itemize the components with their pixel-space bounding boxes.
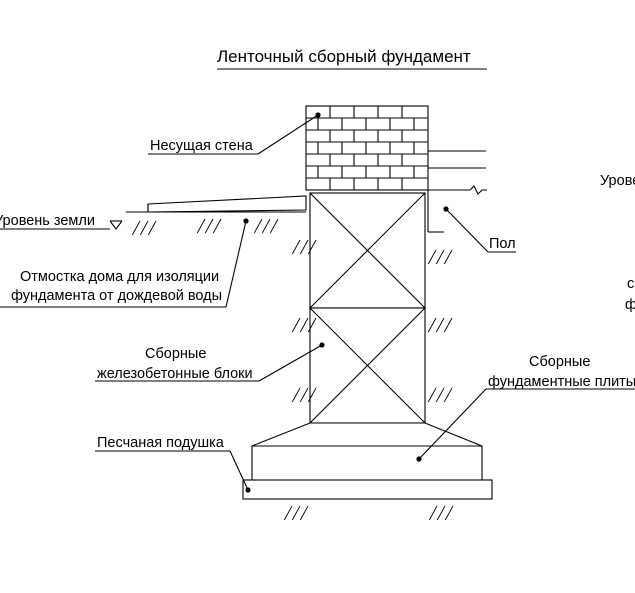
plates-label-line1: Сборные bbox=[529, 354, 590, 370]
soil-hatching bbox=[131, 218, 454, 521]
wall-label: Несущая стена bbox=[150, 138, 254, 154]
blind-area bbox=[126, 195, 307, 213]
sand-cushion-label: Песчаная подушка bbox=[97, 435, 225, 451]
foundation-block-lower bbox=[309, 307, 426, 424]
blind-area-label-line2: фундамента от дождевой воды bbox=[11, 288, 222, 304]
right-cut-ground-label: Урове bbox=[600, 173, 635, 189]
floor-label: Пол bbox=[489, 236, 516, 252]
sand-cushion bbox=[242, 479, 493, 500]
plates-label-line2: фундаментные плиты bbox=[488, 374, 635, 390]
blocks-label-line2: железобетонные блоки bbox=[97, 366, 253, 382]
blocks-label-line1: Сборные bbox=[145, 346, 206, 362]
brick-wall bbox=[305, 105, 429, 191]
foundation-plate bbox=[251, 422, 483, 481]
right-cut-label-a: с bbox=[627, 276, 634, 292]
right-cut-label-b: ф bbox=[625, 297, 635, 313]
floor-slab bbox=[427, 150, 487, 233]
foundation-block-upper bbox=[309, 192, 426, 309]
ground-level-marker bbox=[0, 220, 123, 230]
ground-level-label: Уровень земли bbox=[0, 213, 95, 229]
diagram-title: Ленточный сборный фундамент bbox=[217, 47, 471, 66]
leader-dots bbox=[243, 112, 449, 493]
blind-area-label-line1: Отмостка дома для изоляции bbox=[20, 269, 219, 285]
leader-lines bbox=[0, 114, 635, 491]
